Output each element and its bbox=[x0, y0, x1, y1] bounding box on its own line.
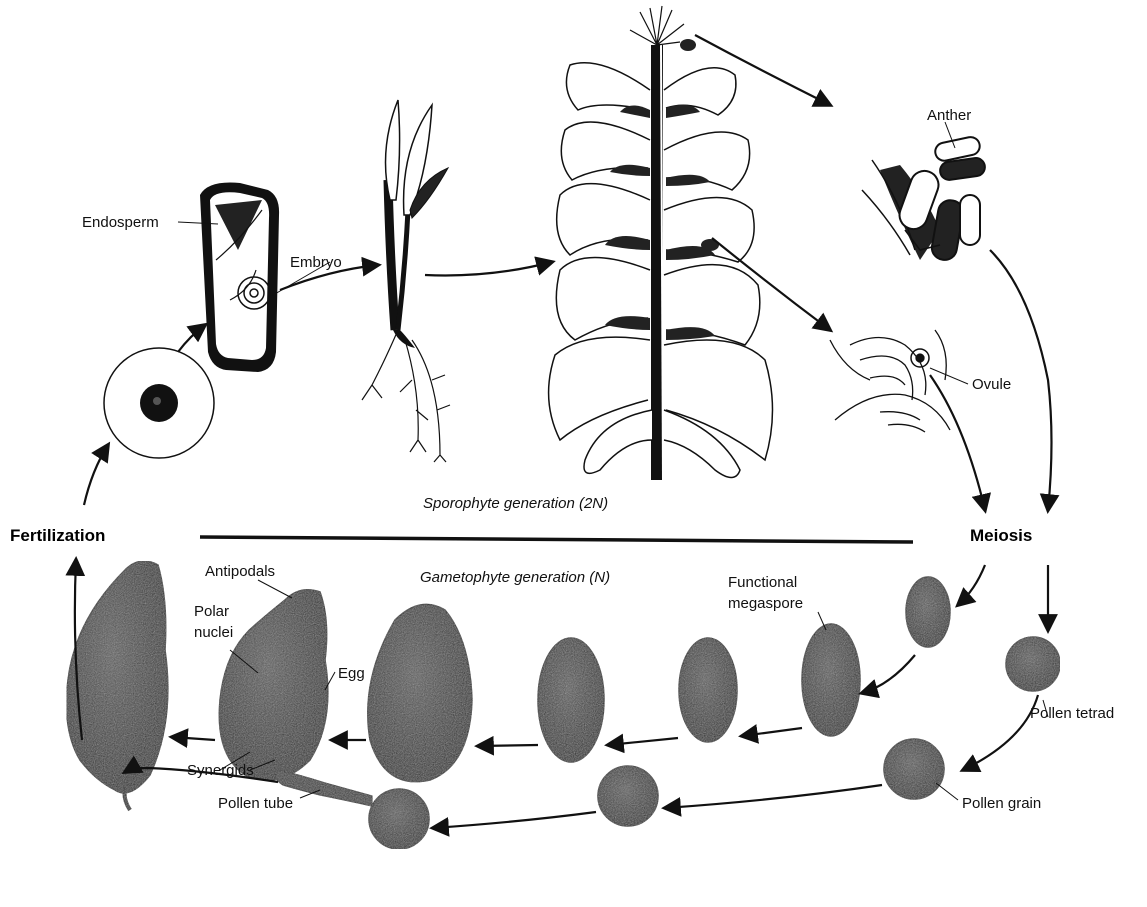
pollen-tube-label: Pollen tube bbox=[218, 795, 293, 812]
arrow-stage3-to-stage4 bbox=[478, 745, 538, 746]
embryo-sac-stage-4 bbox=[368, 604, 472, 781]
arrow-germinating-to-tube bbox=[433, 812, 596, 828]
arrow-cell-to-megaspore bbox=[862, 655, 915, 693]
generation-divider bbox=[200, 537, 913, 542]
synergids-label: Synergids bbox=[187, 762, 254, 779]
pollen-tetrad-cell bbox=[1006, 637, 1060, 691]
arrow-megaspore-to-stage2 bbox=[742, 728, 802, 736]
egg-label: Egg bbox=[338, 665, 365, 682]
silk-ovule-illustration bbox=[830, 330, 950, 432]
functional-megaspore-cell bbox=[802, 624, 860, 736]
pollen-grain-cell bbox=[884, 739, 944, 799]
arrow-grain-to-germinating bbox=[665, 785, 882, 808]
arrow-ovule-to-meiosis bbox=[930, 375, 985, 510]
pollen-tetrad-label: Pollen tetrad bbox=[1030, 705, 1114, 722]
pollen-grain-label: Pollen grain bbox=[962, 795, 1041, 812]
arrow-sac-to-fertilization-sac bbox=[172, 737, 215, 740]
gametophyte-generation-label: Gametophyte generation (N) bbox=[420, 569, 610, 586]
megaspore-stage-3 bbox=[538, 638, 604, 762]
maize-plant-illustration bbox=[549, 6, 773, 480]
anther-label: Anther bbox=[927, 107, 971, 124]
polar-nuclei-label-line2: nuclei bbox=[194, 624, 233, 641]
arrow-zygote-from-fertilization bbox=[84, 445, 108, 505]
kernel-illustration bbox=[200, 183, 279, 373]
arrow-stage2-to-stage3 bbox=[608, 738, 678, 745]
meiosis-label: Meiosis bbox=[970, 526, 1032, 545]
zygote-cell bbox=[104, 348, 214, 458]
arrow-tetrad-to-grain bbox=[963, 695, 1038, 770]
megaspore-stage-2 bbox=[679, 638, 737, 742]
endosperm-label: Endosperm bbox=[82, 214, 159, 231]
ovule-label: Ovule bbox=[972, 376, 1011, 393]
functional-megaspore-label-line2: megaspore bbox=[728, 595, 803, 612]
polar-nuclei-label-line1: Polar bbox=[194, 603, 229, 620]
mature-embryo-sac bbox=[219, 590, 328, 780]
fertilization-label: Fertilization bbox=[10, 526, 105, 545]
fertilized-embryo-sac bbox=[67, 561, 168, 810]
arrow-seedling-to-plant bbox=[425, 262, 552, 275]
seedling-illustration bbox=[362, 100, 450, 462]
embryo-label: Embryo bbox=[290, 254, 342, 271]
functional-megaspore-label-line1: Functional bbox=[728, 574, 797, 591]
meiosis-cell bbox=[906, 577, 950, 647]
arrow-meiosis-to-cell bbox=[958, 565, 985, 605]
sporophyte-generation-label: Sporophyte generation (2N) bbox=[423, 495, 608, 512]
pollen-germinating-cell bbox=[598, 766, 658, 826]
antipodals-label: Antipodals bbox=[205, 563, 275, 580]
pollen-tube-cell bbox=[276, 770, 429, 849]
anther-illustration bbox=[862, 135, 986, 261]
arrow-zygote-to-kernel bbox=[178, 325, 205, 352]
